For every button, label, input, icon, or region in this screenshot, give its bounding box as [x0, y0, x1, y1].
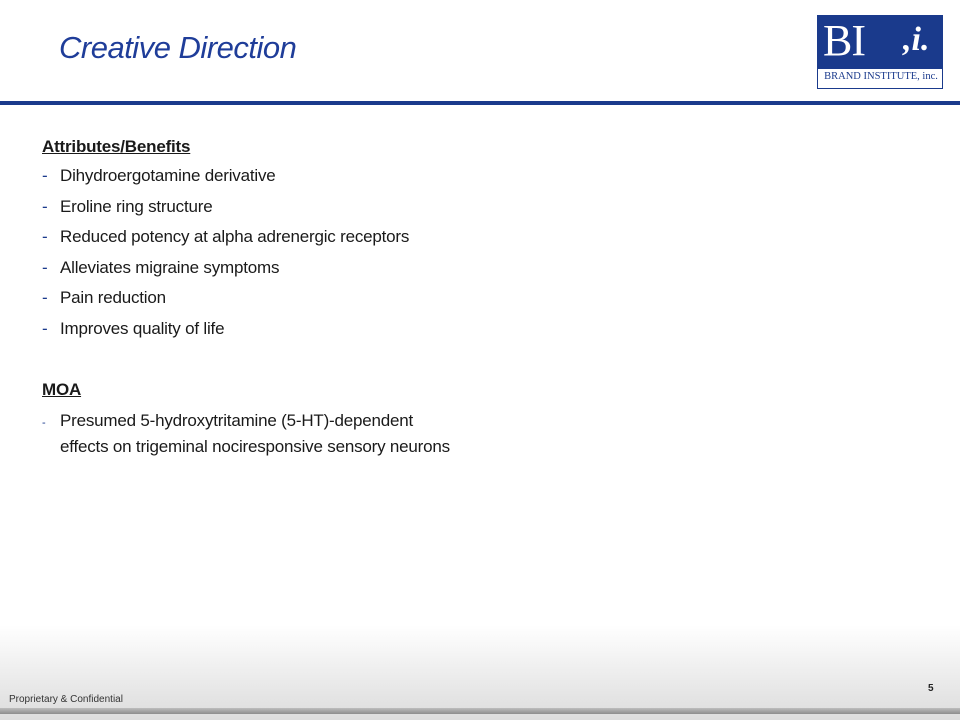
list-item: -Alleviates migraine symptoms — [42, 257, 462, 279]
footer-bar — [0, 708, 960, 714]
dash-bullet: - — [42, 196, 48, 216]
list-item-label: Improves quality of life — [60, 318, 225, 338]
list-item-label: Presumed 5-hydroxytritamine (5-HT)-depen… — [60, 410, 450, 456]
list-item: -Eroline ring structure — [42, 196, 462, 218]
list-item: -Reduced potency at alpha adrenergic rec… — [42, 226, 462, 248]
attributes-heading: Attributes/Benefits — [42, 137, 191, 156]
logo-letters: BI — [823, 16, 866, 65]
moa-list: - Presumed 5-hydroxytritamine (5-HT)-depe… — [42, 408, 462, 460]
list-item: -Pain reduction — [42, 287, 462, 309]
logo-mark: ,i. — [903, 21, 930, 58]
section-spacer — [42, 349, 462, 379]
logo-top-panel: BI ,i. — [817, 15, 943, 68]
footer-band — [0, 625, 960, 720]
title-divider — [0, 101, 960, 105]
dash-bullet: - — [42, 416, 46, 429]
dash-bullet: - — [42, 318, 48, 338]
footer-confidential: Proprietary & Confidential — [9, 694, 123, 705]
page-number: 5 — [928, 683, 934, 694]
moa-heading: MOA — [42, 379, 82, 399]
slide-title: Creative Direction — [59, 30, 297, 65]
list-item: - Presumed 5-hydroxytritamine (5-HT)-depe… — [42, 408, 462, 460]
dash-bullet: - — [42, 227, 48, 247]
list-item-label: Reduced potency at alpha adrenergic rece… — [60, 227, 410, 247]
slide-content: Attributes/Benefits -Dihydroergotamine d… — [42, 136, 462, 460]
list-item-label: Eroline ring structure — [60, 196, 213, 216]
list-item-label: Pain reduction — [60, 288, 166, 308]
list-item-label: Dihydroergotamine derivative — [60, 166, 276, 185]
list-item: -Dihydroergotamine derivative — [42, 165, 462, 187]
attributes-list: -Dihydroergotamine derivative -Eroline r… — [42, 165, 462, 340]
dash-bullet: - — [42, 257, 48, 277]
brand-institute-logo: BI ,i. BRAND INSTITUTE, inc. — [817, 15, 943, 89]
dash-bullet: - — [42, 166, 48, 185]
list-item: -Improves quality of life — [42, 318, 462, 340]
list-item-label: Alleviates migraine symptoms — [60, 257, 280, 277]
dash-bullet: - — [42, 288, 48, 308]
logo-company-name: BRAND INSTITUTE, inc. — [824, 71, 938, 82]
logo-bottom-panel: BRAND INSTITUTE, inc. — [817, 68, 943, 89]
